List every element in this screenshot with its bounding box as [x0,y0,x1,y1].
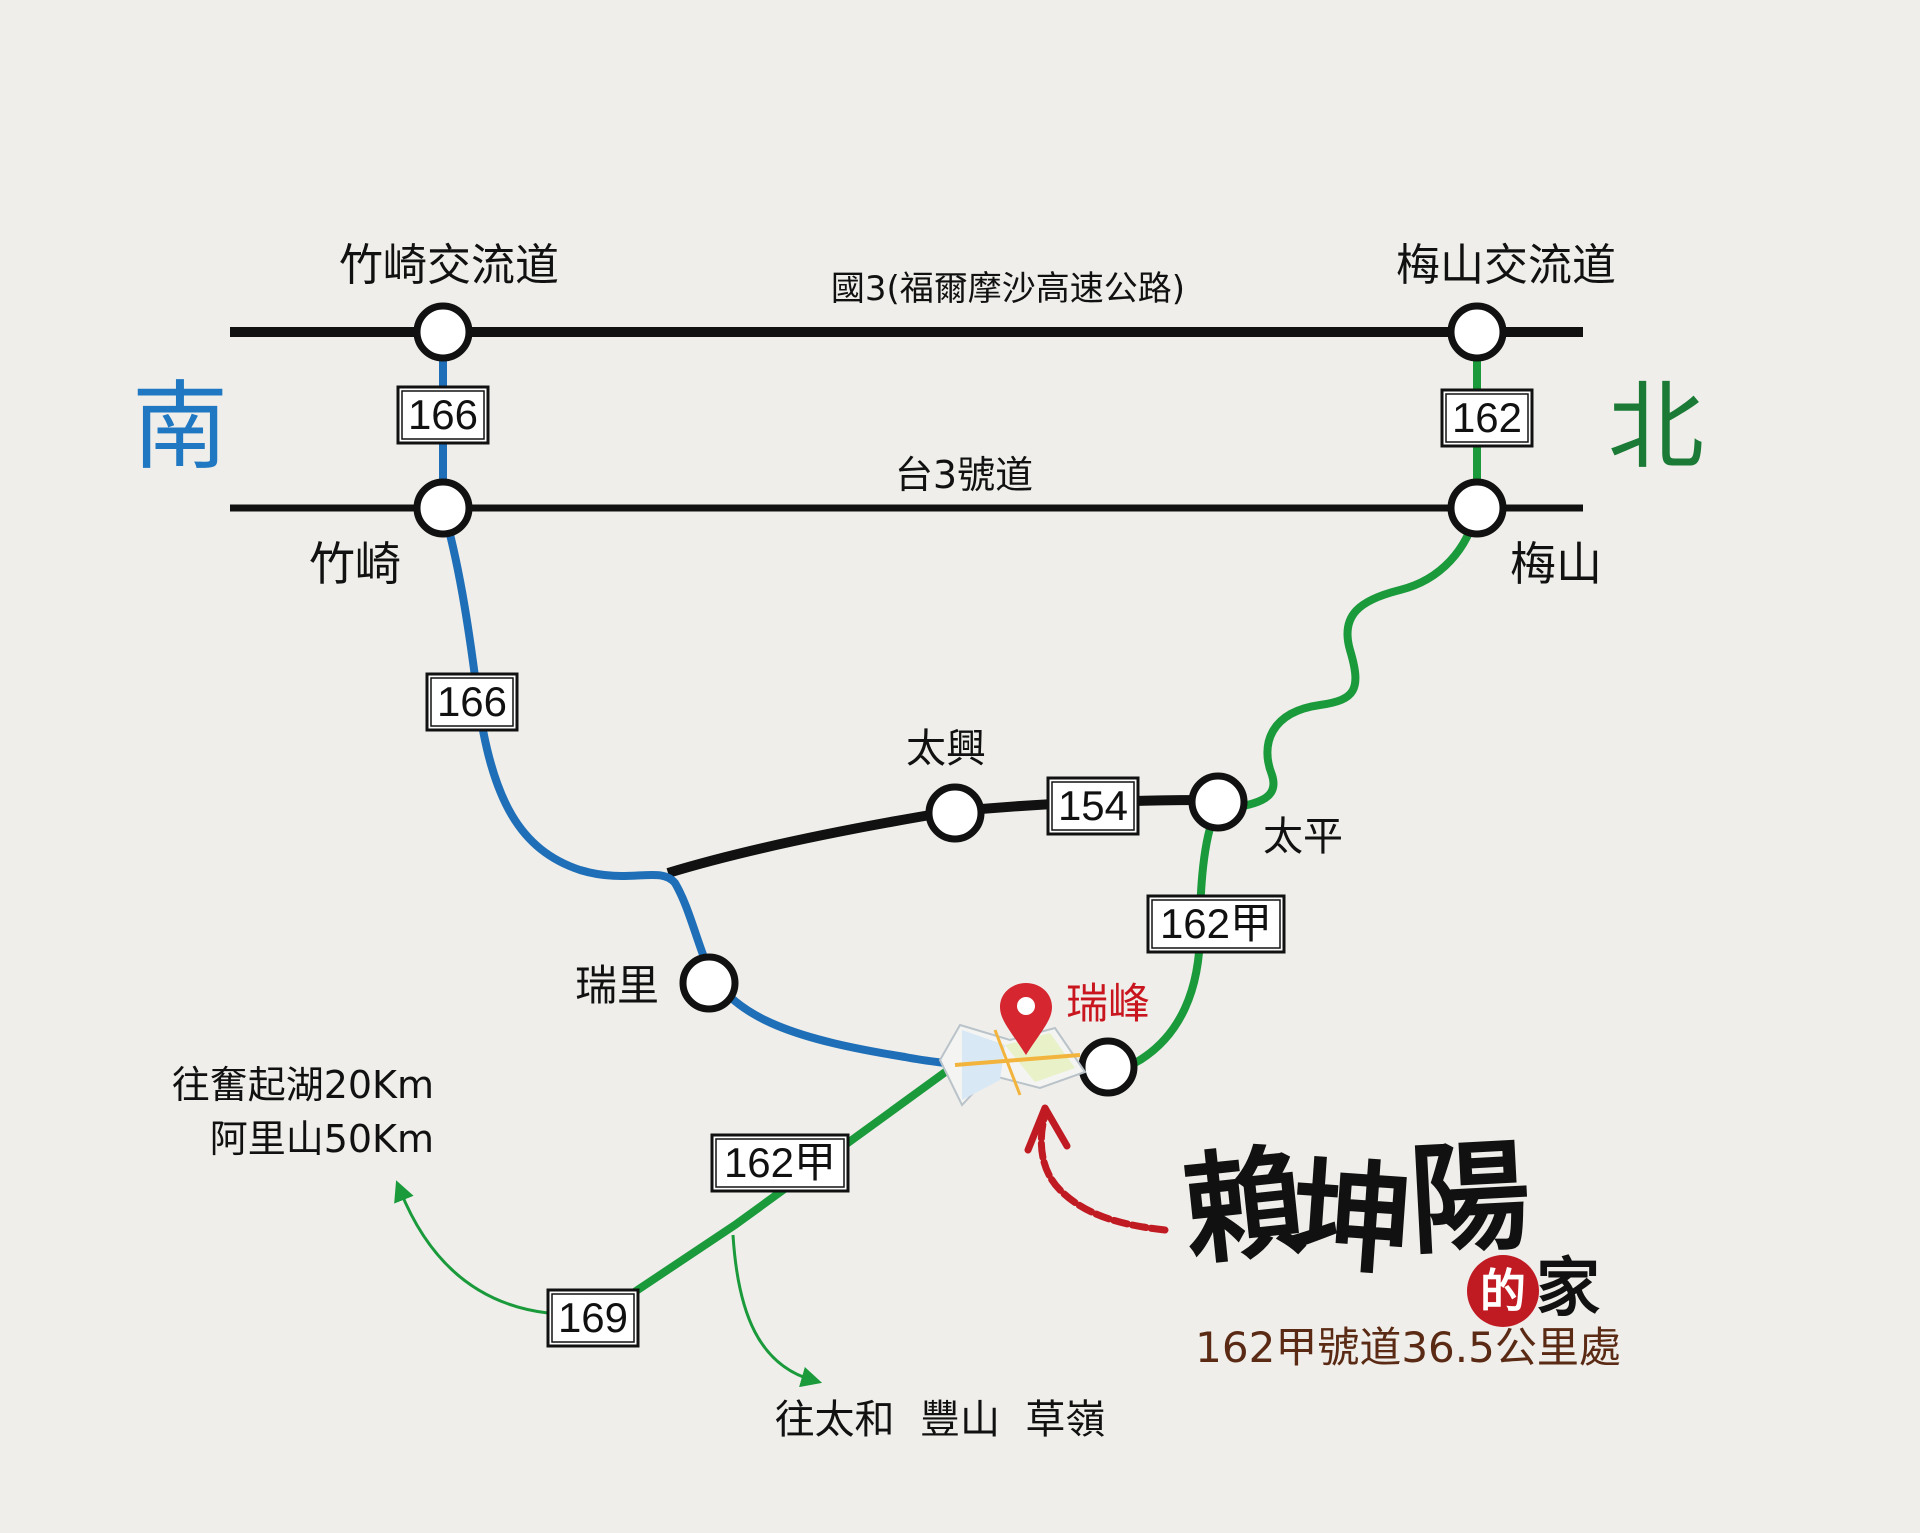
ruifeng-node[interactable] [1078,1037,1138,1097]
shield-162a-upper-label: 162甲 [1160,900,1272,947]
taixing-node[interactable] [925,783,985,843]
brand-char-3: 陽 [1406,1125,1533,1272]
taiping-node[interactable] [1188,772,1248,832]
provincial-route-label: 台3號道 [895,453,1033,497]
route-162-line [1217,332,1481,814]
shield-162a-upper: 162甲 [1146,894,1286,954]
meishan-label: 梅山 [1510,537,1602,591]
zhuqi-interchange-label: 竹崎交流道 [339,240,559,291]
zhuqi-interchange-node[interactable] [413,302,473,362]
brand-de: 的 [1480,1264,1526,1318]
brand-seal [1467,1255,1539,1327]
shield-154: 154 [1046,776,1140,836]
meishan-node[interactable] [1447,478,1507,538]
south-label: 南 [132,371,228,483]
shield-166-top-label: 166 [408,391,478,438]
fenqihu-direction: 往奮起湖20Km [172,1063,434,1107]
brand-logo: 賴 坤 陽 的 家 162甲號道36.5公里處 [1178,1125,1621,1372]
shield-162a-lower: 162甲 [710,1133,850,1193]
meishan-interchange-label: 梅山交流道 [1396,240,1616,291]
ruili-node[interactable] [679,953,739,1013]
shield-154-label: 154 [1058,782,1128,829]
taiping-label: 太平 [1263,814,1343,860]
shield-166-mid-label: 166 [437,678,507,725]
red-brush-arrowhead [1024,1104,1071,1154]
alishan-direction: 阿里山50Km [210,1117,434,1161]
meishan-interchange-node[interactable] [1447,302,1507,362]
ruifeng-label: 瑞峰 [1066,979,1150,1028]
brand-char-2: 坤 [1287,1144,1417,1293]
national-highway-label: 國3(福爾摩沙高速公路) [831,269,1185,309]
north-label: 北 [1608,371,1704,483]
shield-166-top: 166 [396,385,490,445]
shield-169: 169 [546,1288,640,1348]
route-162a-lower-line [612,1061,958,1309]
shield-162-label: 162 [1452,394,1522,441]
brand-char-1: 賴 [1178,1130,1312,1283]
shield-166-mid: 166 [425,672,519,732]
zhuqi-node[interactable] [413,478,473,538]
map-pin-icon[interactable] [938,983,1087,1107]
arrow-to-fenqihu [394,1180,549,1315]
taixing-label: 太興 [906,726,986,772]
shield-162: 162 [1440,388,1534,448]
shield-169-label: 169 [558,1294,628,1341]
brand-address: 162甲號道36.5公里處 [1195,1323,1621,1372]
brand-home: 家 [1536,1251,1600,1326]
zhuqi-label: 竹崎 [309,537,401,591]
arrow-to-taihe [731,1234,823,1388]
shield-162a-lower-label: 162甲 [724,1139,836,1186]
taihe-direction: 往太和 豐山 草嶺 [775,1397,1106,1443]
red-brush-arrow [1037,1111,1169,1234]
ruili-label: 瑞里 [575,961,659,1010]
